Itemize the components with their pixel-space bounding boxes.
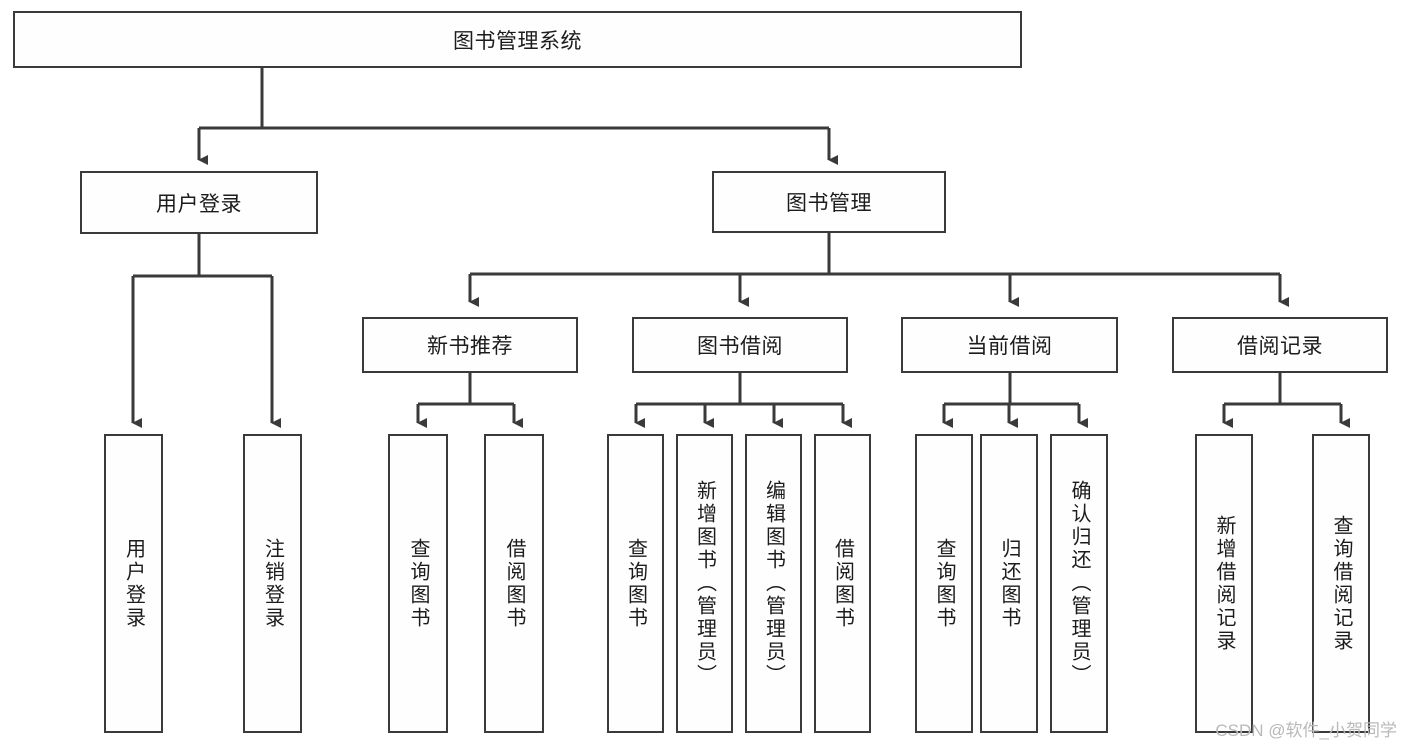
node-new-book-recommend[interactable]: 新书推荐 <box>362 317 578 373</box>
leaf-query-book-borrow[interactable]: 查询图书 <box>607 434 664 733</box>
leaf-edit-book[interactable]: 编辑图书（管理员） <box>745 434 802 733</box>
leaf-borrow-book-label: 借阅图书 <box>831 537 854 630</box>
leaf-query-book-recommend-label: 查询图书 <box>407 537 429 630</box>
node-borrow-record[interactable]: 借阅记录 <box>1172 317 1388 373</box>
node-book-borrow-label: 图书借阅 <box>697 335 783 358</box>
leaf-confirm-return-label: 确认归还（管理员） <box>1068 480 1090 687</box>
leaf-logout-login-label: 注销登录 <box>261 537 284 630</box>
leaf-logout-login[interactable]: 注销登录 <box>243 434 302 733</box>
node-root-label: 图书管理系统 <box>453 29 582 53</box>
leaf-query-borrow-record-label: 查询借阅记录 <box>1330 514 1352 653</box>
leaf-query-book-recommend[interactable]: 查询图书 <box>388 434 448 733</box>
leaf-query-book-current-label: 查询图书 <box>933 537 955 630</box>
node-book-management[interactable]: 图书管理 <box>712 171 946 233</box>
node-current-borrow[interactable]: 当前借阅 <box>901 317 1118 373</box>
leaf-add-book[interactable]: 新增图书（管理员） <box>676 434 733 733</box>
leaf-return-book-label: 归还图书 <box>998 537 1020 630</box>
leaf-add-book-label: 新增图书（管理员） <box>693 480 716 687</box>
node-book-management-label: 图书管理 <box>786 192 872 215</box>
leaf-query-borrow-record[interactable]: 查询借阅记录 <box>1312 434 1370 733</box>
leaf-user-login[interactable]: 用户登录 <box>104 434 163 733</box>
node-root[interactable]: 图书管理系统 <box>13 11 1022 68</box>
leaf-query-book-borrow-label: 查询图书 <box>624 537 647 630</box>
leaf-confirm-return[interactable]: 确认归还（管理员） <box>1050 434 1108 733</box>
node-book-borrow[interactable]: 图书借阅 <box>632 317 848 373</box>
leaf-edit-book-label: 编辑图书（管理员） <box>762 480 785 687</box>
leaf-add-borrow-record-label: 新增借阅记录 <box>1213 514 1235 653</box>
node-borrow-record-label: 借阅记录 <box>1237 335 1323 358</box>
csdn-watermark: CSDN @软件_小贺同学 <box>1215 721 1397 740</box>
leaf-user-login-label: 用户登录 <box>122 537 145 630</box>
leaf-add-borrow-record[interactable]: 新增借阅记录 <box>1195 434 1253 733</box>
leaf-borrow-book[interactable]: 借阅图书 <box>814 434 871 733</box>
leaf-borrow-book-recommend[interactable]: 借阅图书 <box>484 434 544 733</box>
leaf-return-book[interactable]: 归还图书 <box>980 434 1038 733</box>
node-new-book-recommend-label: 新书推荐 <box>427 335 513 358</box>
node-user-login-label: 用户登录 <box>156 192 242 216</box>
leaf-query-book-current[interactable]: 查询图书 <box>915 434 973 733</box>
node-current-borrow-label: 当前借阅 <box>966 335 1053 358</box>
node-user-login[interactable]: 用户登录 <box>80 171 318 234</box>
leaf-borrow-book-recommend-label: 借阅图书 <box>503 537 525 630</box>
